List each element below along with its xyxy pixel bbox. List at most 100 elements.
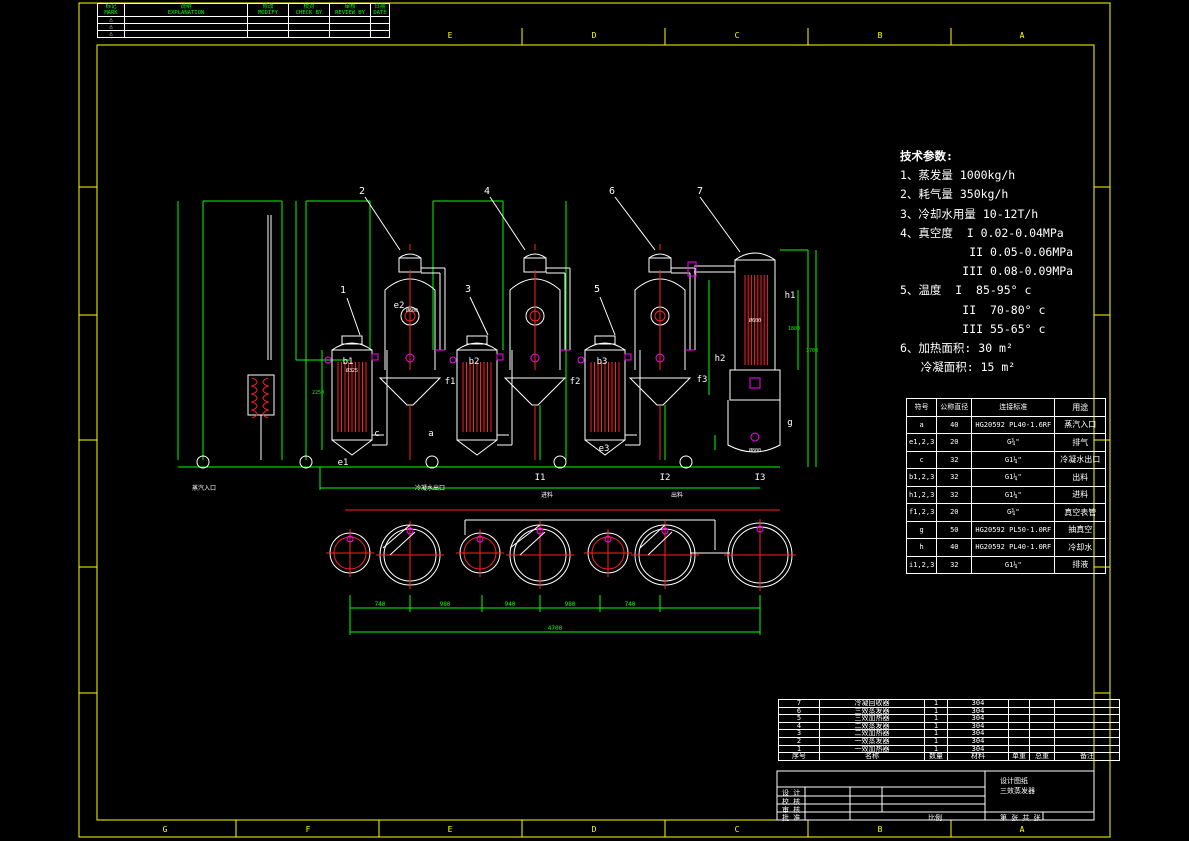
bom-header: 数量: [924, 752, 948, 761]
nozzle-label: h2: [715, 354, 726, 364]
equipment-tag: 7: [697, 186, 703, 197]
rev-mark: △: [97, 30, 125, 38]
rev-mark: △: [97, 23, 125, 31]
nozzle-header: 用途: [1054, 398, 1107, 417]
tech-param-line: 6、加热面积: 30 m²: [900, 341, 1013, 356]
nozzle-purpose: 蒸汽入口: [1054, 415, 1107, 434]
nozzle-purpose: 冷凝水出口: [1054, 450, 1107, 469]
flow-label: 蒸汽入口: [192, 484, 216, 492]
bom-name: 一效蒸发器: [819, 736, 925, 746]
grid-label: B: [878, 825, 883, 834]
plan-nozzle: [346, 535, 354, 543]
nozzle-label: f1: [445, 377, 456, 387]
nozzle-label: f3: [697, 375, 708, 385]
nozzle-dn: 32: [936, 555, 973, 574]
nozzle-purpose: 冷却水: [1054, 538, 1107, 557]
tech-param-line: III 0.08-0.09MPa: [900, 264, 1074, 279]
nozzle-dn: 20: [936, 503, 973, 522]
grid-label: C: [735, 31, 740, 40]
title-block-frame: [776, 770, 1095, 821]
equipment-tag: 3: [465, 284, 471, 295]
tech-param-line: 4、真空度 I 0.02-0.04MPa: [900, 225, 1064, 240]
nozzle-dn: 32: [936, 450, 973, 469]
bom-name: 冷凝回收器: [819, 699, 925, 708]
nozzle-label: I3: [755, 473, 766, 483]
dim-text: 940: [505, 601, 516, 608]
tech-param-line: 3、冷却水用量 10-12T/h: [900, 206, 1039, 221]
title-role: 批 准: [782, 814, 801, 822]
title-sheet: 第 张 共 张: [1000, 814, 1041, 822]
nozzle-purpose: 出料: [1054, 468, 1107, 487]
dim-height: 2250: [312, 390, 324, 396]
plan-nozzle: [406, 527, 414, 535]
dim-text: 980: [565, 601, 576, 608]
pumps: [196, 455, 693, 469]
heater-vessel: [577, 335, 641, 456]
bom-qty: 1: [924, 736, 948, 746]
evaporator-vessel: [628, 244, 696, 460]
nozzle-symbol: a: [905, 415, 938, 434]
nozzle-dn: 20: [936, 433, 973, 452]
nozzle-label: e3: [599, 444, 610, 454]
nozzle-header: 符号: [905, 398, 938, 417]
grid-label: E: [448, 31, 453, 40]
nozzle-symbol: c: [905, 450, 938, 469]
dim-diameter: Ø600: [749, 317, 761, 324]
leader-lines: [346, 196, 741, 336]
grid-label: B: [878, 31, 883, 40]
title-role: 审 核: [782, 806, 801, 814]
nozzle-header: 公称直径: [936, 398, 973, 417]
nozzle-symbol: e1,2,3: [905, 433, 938, 452]
nozzle-label: c: [374, 429, 379, 439]
nozzle-symbol: g: [905, 520, 938, 539]
nozzle-label: b2: [469, 357, 480, 367]
equipment-tag: 4: [484, 186, 490, 197]
grid-label: G: [163, 825, 168, 834]
bom-material: 304: [947, 736, 1009, 746]
nozzle-label: f2: [570, 377, 581, 387]
nozzle-standard: HG20592 PL50-1.0RF: [971, 520, 1056, 539]
evaporators: [378, 244, 696, 460]
nozzle-purpose: 真空表管: [1054, 503, 1107, 522]
grid-label: A: [1020, 31, 1025, 40]
tech-param-line: 2、耗气量 350kg/h: [900, 187, 1009, 202]
nozzle-label: I1: [535, 473, 546, 483]
nozzle-dn: 50: [936, 520, 973, 539]
flow-label: 出料: [671, 491, 683, 499]
flow-label: 冷凝水出口: [415, 484, 445, 492]
bom-header: 总重: [1029, 752, 1055, 761]
bom-no: 7: [778, 699, 820, 708]
nozzle-header: 连接标准: [971, 398, 1056, 417]
dim-text: 740: [625, 601, 636, 608]
nozzle-dn: 40: [936, 538, 973, 557]
bom-header: 备注: [1054, 752, 1120, 761]
grid-label: E: [448, 825, 453, 834]
dim-text: 980: [440, 601, 451, 608]
tech-param-line: II 70-80° c: [900, 302, 1046, 317]
nozzle-label: e2: [394, 301, 405, 311]
tech-param-line: III 55-65° c: [900, 321, 1046, 336]
grid-label: D: [592, 825, 597, 834]
dim-total: 4700: [548, 625, 563, 632]
bom-material: 304: [947, 699, 1009, 708]
heaters: [324, 335, 641, 456]
nozzle-label: e1: [338, 458, 349, 468]
nozzle-label: a: [428, 429, 433, 439]
plan-nozzle: [536, 527, 544, 535]
dim-lines: [321, 250, 817, 467]
equipment-tag: 6: [609, 186, 615, 197]
dim-diameter: Ø325: [346, 367, 358, 374]
nozzle-standard: G¾": [971, 503, 1056, 522]
